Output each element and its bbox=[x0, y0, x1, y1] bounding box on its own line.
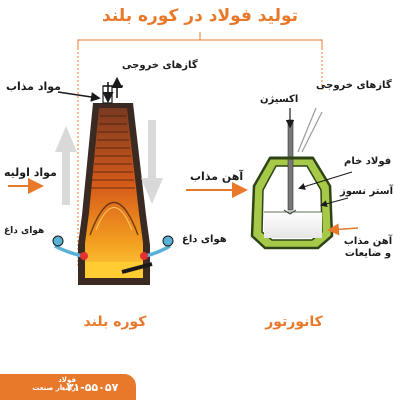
cohesive-zone bbox=[89, 202, 139, 236]
oxygen-lance bbox=[287, 119, 294, 211]
page-title: تولید فولاد در کوره بلند bbox=[102, 6, 298, 26]
tuyere-left bbox=[52, 235, 88, 260]
label-molten-material: مواد مذاب bbox=[6, 80, 61, 93]
scrap-arrow bbox=[327, 223, 359, 236]
title-connector bbox=[77, 32, 323, 268]
molten-material-arrow bbox=[57, 91, 101, 102]
converter-melt bbox=[264, 212, 322, 238]
caption-blast-furnace: کوره بلند bbox=[83, 314, 147, 330]
caption-converter: کانورتور bbox=[265, 314, 323, 330]
label-hot-air-right: هوای داغ bbox=[182, 234, 227, 245]
brand-footer: فولاد رامیار صنعت ۰۳۱-۵۵۰۵۷ bbox=[0, 374, 136, 400]
label-refractory-lining: آستر نسوز bbox=[340, 186, 394, 197]
label-crude-steel: فولاد خام bbox=[344, 156, 392, 167]
label-exhaust-gases-converter: گازهای خروجی bbox=[316, 80, 392, 91]
charge-layers bbox=[91, 115, 135, 189]
brand-company: فولاد رامیار صنعت bbox=[4, 376, 76, 392]
molten-pool bbox=[85, 262, 143, 278]
tuyere-right bbox=[140, 235, 174, 260]
tap-hole bbox=[121, 262, 153, 274]
gas-flow-up-arrow bbox=[55, 126, 77, 205]
label-exhaust-gases-furnace: گازهای خروجی bbox=[122, 60, 198, 71]
lining-arrow bbox=[320, 197, 349, 208]
material-flow-down-arrow bbox=[141, 120, 163, 204]
label-molten-iron-and-scrap: آهن مذاب و ضایعات bbox=[343, 236, 393, 259]
brand-phone: ۰۳۱-۵۵۰۵۷ bbox=[60, 381, 119, 394]
label-molten-iron: آهن مذاب bbox=[190, 170, 244, 183]
brand-company-line2: رامیار صنعت bbox=[32, 384, 76, 393]
blast-furnace bbox=[52, 85, 174, 285]
converter bbox=[250, 107, 334, 250]
label-oxygen: اکسیژن bbox=[260, 94, 299, 105]
label-hot-air-left: هوای داغ bbox=[4, 226, 45, 236]
furnace-interior bbox=[85, 108, 143, 278]
brand-company-line1: فولاد bbox=[58, 376, 76, 384]
crude-steel-arrow bbox=[298, 171, 353, 190]
label-raw-materials: مواد اولیه bbox=[4, 166, 57, 179]
